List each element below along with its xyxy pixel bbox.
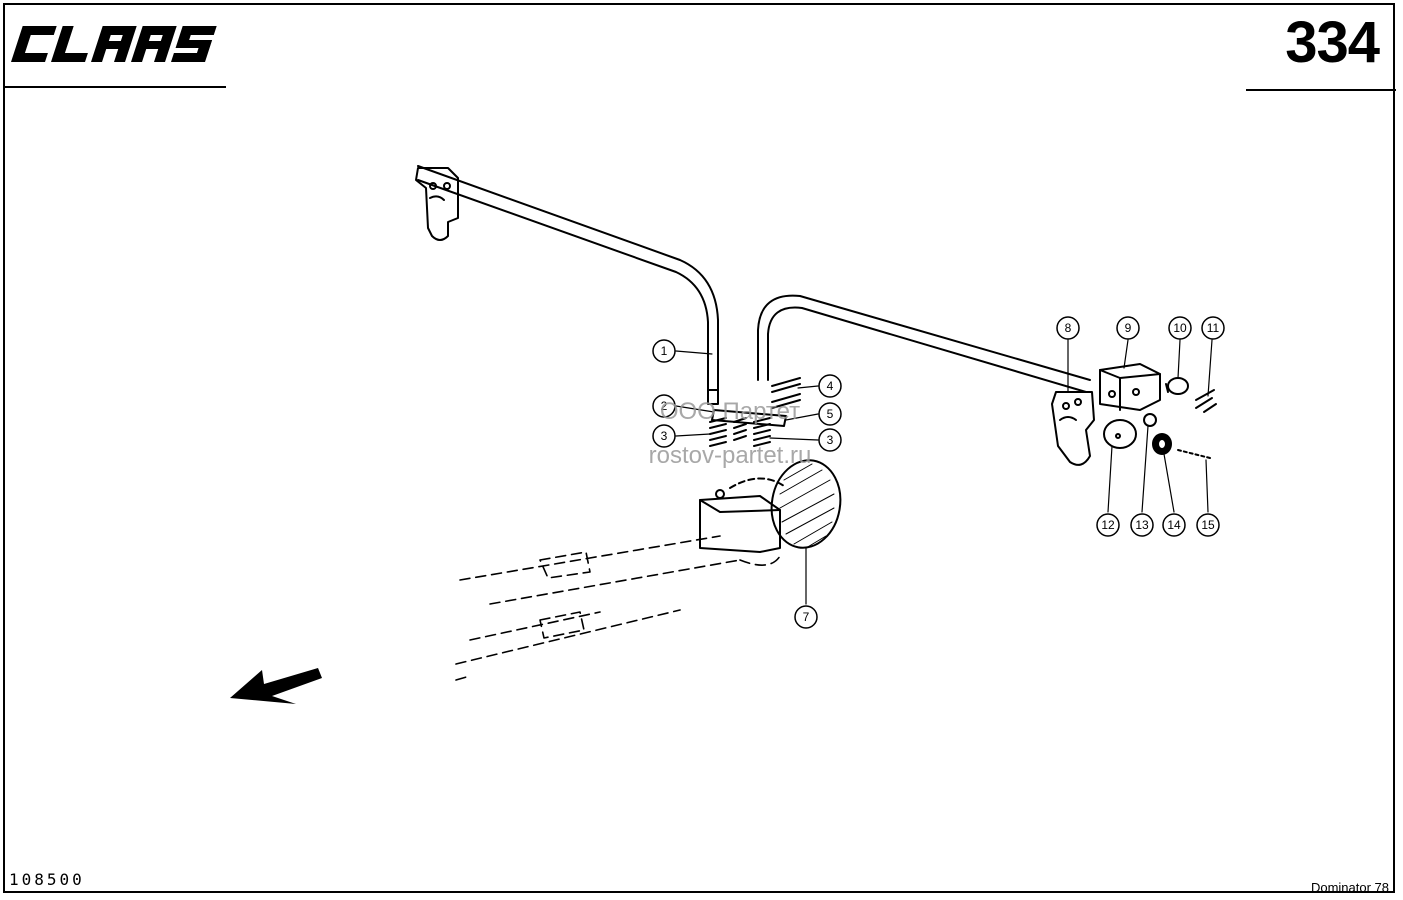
callout-10: 10 xyxy=(1173,321,1187,335)
callout-2: 2 xyxy=(661,399,668,413)
callout-15: 15 xyxy=(1201,518,1215,532)
callout-1: 1 xyxy=(661,344,668,358)
callout-7: 7 xyxy=(803,610,810,624)
springs-part-3 xyxy=(709,417,771,447)
callout-circle xyxy=(652,424,676,448)
callout-12: 12 xyxy=(1101,518,1115,532)
knurled-nut xyxy=(1152,433,1172,455)
switch-box xyxy=(1099,363,1161,411)
mounting-block xyxy=(699,477,785,553)
spring-part-4 xyxy=(771,377,801,409)
callout-circle xyxy=(1056,316,1080,340)
callout-14: 14 xyxy=(1167,518,1181,532)
drawing-number: 108500 xyxy=(9,870,85,889)
callout-5: 5 xyxy=(827,407,834,421)
clip xyxy=(1195,389,1217,413)
callout-circle xyxy=(652,339,676,363)
callout-circle xyxy=(1096,513,1120,537)
callout-circle xyxy=(1162,513,1186,537)
watermark-company: ООО Партет xyxy=(659,398,801,425)
claas-logo xyxy=(11,26,217,62)
callout-13: 13 xyxy=(1135,518,1149,532)
page-number: 334 xyxy=(1285,10,1380,75)
callout-8: 8 xyxy=(1065,321,1072,335)
callout-11: 11 xyxy=(1207,321,1220,335)
page-frame xyxy=(3,3,1395,893)
callout-circle xyxy=(1168,316,1192,340)
callout-9: 9 xyxy=(1125,321,1132,335)
washer xyxy=(1103,419,1137,449)
cab-structure-outline xyxy=(455,535,781,681)
callout-circle xyxy=(1201,316,1225,340)
logo-underline xyxy=(3,86,226,88)
callout-circle xyxy=(652,394,676,418)
model-name: Dominator 78 xyxy=(1310,880,1389,895)
callout-leaders xyxy=(675,339,1213,605)
page-number-underline xyxy=(1246,89,1396,91)
right-mounting-bracket xyxy=(1051,391,1095,466)
bulb xyxy=(1165,377,1189,395)
callout-4: 4 xyxy=(827,379,834,393)
pivot-plate xyxy=(711,409,787,427)
callout-circle xyxy=(1116,316,1140,340)
callout-circle xyxy=(818,374,842,398)
callout-circle xyxy=(794,605,818,629)
rail-part-8 xyxy=(757,294,1091,393)
callout-circle xyxy=(818,402,842,426)
mirror xyxy=(770,459,842,549)
callout-circle xyxy=(818,428,842,452)
watermark-url: rostov-partet.ru xyxy=(648,442,812,469)
callout-3-left: 3 xyxy=(661,429,668,443)
callout-3-right: 3 xyxy=(827,433,834,447)
screw xyxy=(1177,449,1211,459)
rail-part-1 xyxy=(417,165,719,405)
direction-arrow-icon xyxy=(230,668,322,704)
callout-circle xyxy=(1196,513,1220,537)
ring xyxy=(1143,413,1157,427)
callout-circle xyxy=(1130,513,1154,537)
